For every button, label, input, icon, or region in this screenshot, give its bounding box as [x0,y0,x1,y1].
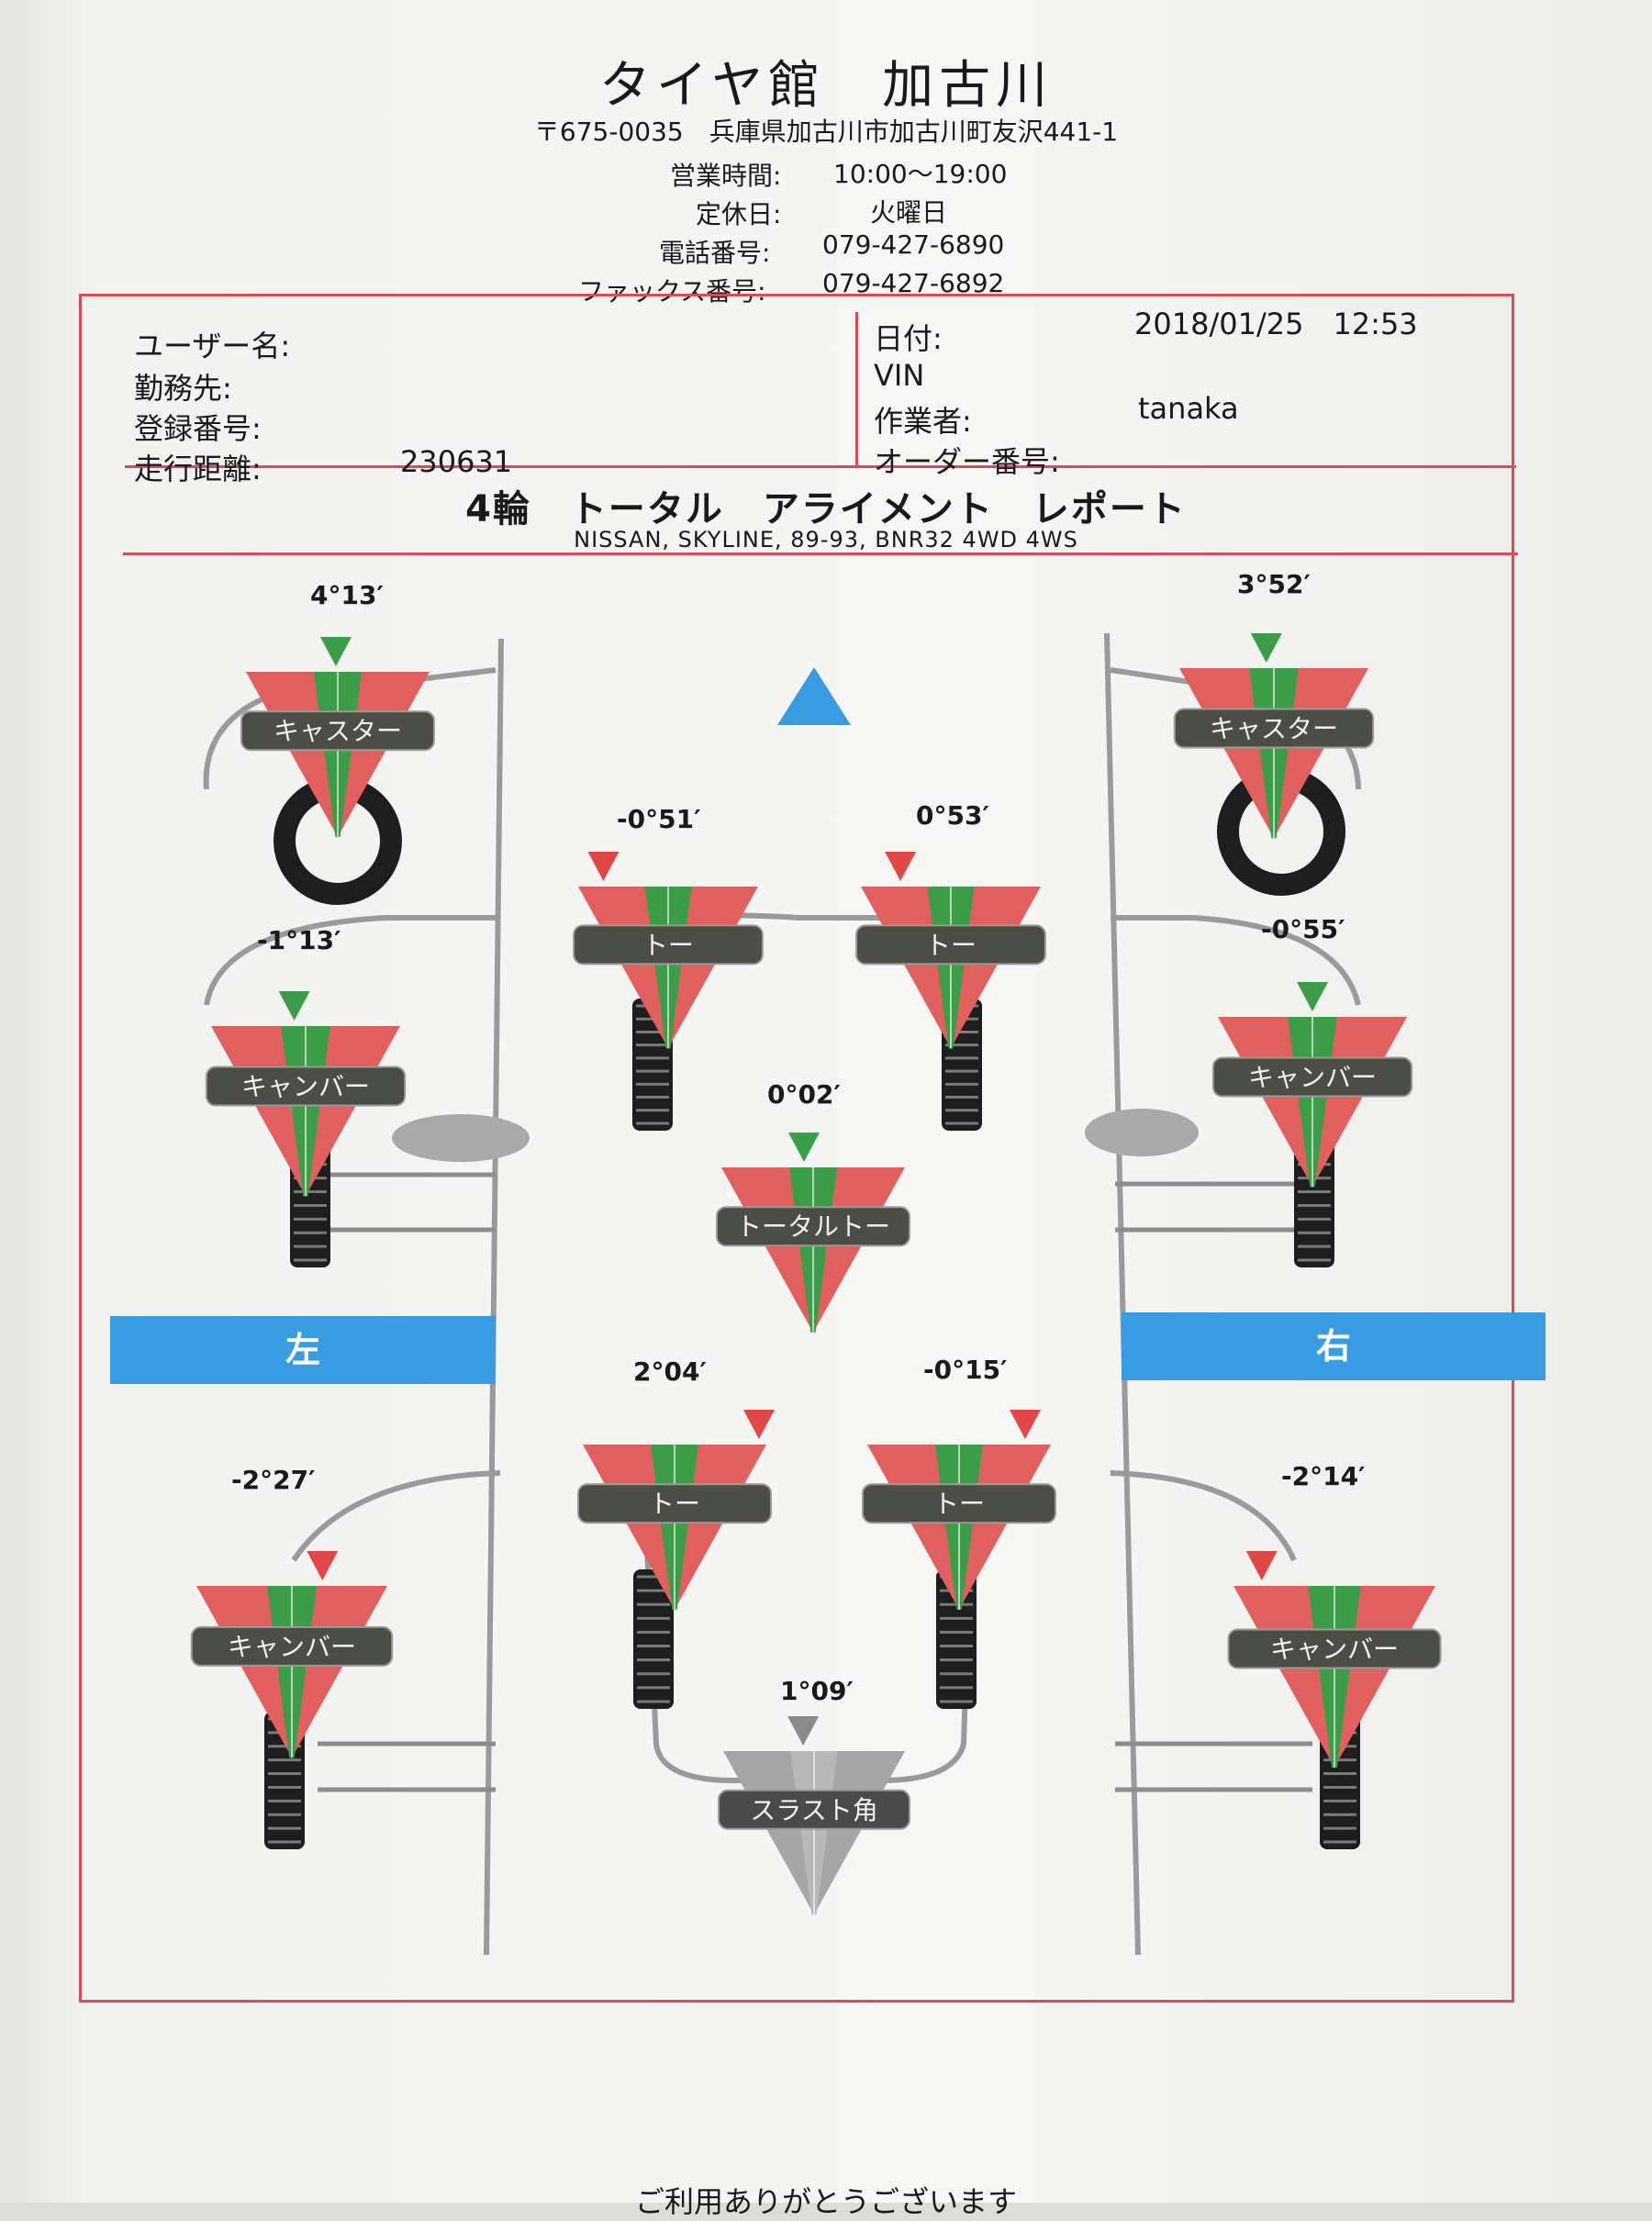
gauge-label: キャンバー [228,1632,356,1662]
shop-name: タイヤ館 加古川 [598,56,1054,116]
indicator-marker-icon [1010,1410,1041,1439]
indicator-marker-icon [788,1133,820,1162]
rear-left-camber-value: -2°27′ [231,1465,316,1495]
closed-value: 火曜日 [870,197,948,228]
indicator-marker-icon [885,852,917,881]
date-label: 日付: [874,321,943,356]
front-left-toe-value: -0°51′ [617,804,701,834]
hours-label: 営業時間: [670,161,782,191]
title-bottom-rule [123,552,1518,555]
hours-value: 10:00～19:00 [833,159,1008,189]
front-right-camber-gauge: キャンバー [1211,982,1413,1188]
rear-left-toe-value: 2°04′ [633,1356,707,1387]
front-left-toe-gauge: トー [573,852,764,1049]
vehicle-description: NISSAN, SKYLINE, 89-93, BNR32 4WD 4WS [574,527,1078,552]
gauge-label: トー [933,1489,985,1519]
total-toe-value: 0°02′ [767,1079,841,1110]
gauge-label: キャンバー [1270,1635,1399,1665]
rear-right-camber-value: -2°14′ [1281,1461,1366,1491]
rear-right-toe-value: -0°15′ [923,1355,1008,1385]
fax-value: 079-427-6892 [822,268,1005,298]
gauge-label: スラスト角 [750,1795,877,1825]
indicator-marker-icon [787,1716,820,1746]
indicator-marker-icon [278,991,310,1021]
date-value: 2018/01/25 12:53 [1134,307,1418,341]
rear-left-toe-gauge: トー [577,1410,775,1610]
report-title: 4輪 トータル アライメント レポート [465,488,1187,530]
closed-label: 定休日: [696,199,782,229]
front-right-camber-value: -0°55′ [1261,914,1345,944]
mileage-value: 230631 [400,444,513,479]
info-bottom-rule [125,465,1516,468]
right-side-label: 右 [1122,1312,1546,1380]
vin-label: VIN [874,358,925,393]
front-right-toe-value: 0°53′ [916,800,989,831]
worker-label: 作業者: [874,404,972,439]
gauge-label: キャスター [273,716,402,746]
report-frame [79,294,1514,2003]
indicator-marker-icon [1245,1551,1278,1580]
rear-left-camber-gauge: キャンバー [190,1551,394,1758]
front-left-body-outline [203,667,497,790]
footer-thanks: ご利用ありがとうございます [634,2184,1017,2219]
rear-right-camber-gauge: キャンバー [1227,1551,1442,1768]
left-side-label: 左 [110,1316,496,1384]
fax-label: ファックス番号: [578,276,766,307]
gauge-label: トー [642,930,694,960]
info-divider [855,312,858,468]
order-label: オーダー番号: [874,444,1060,479]
gauge-label: キャンバー [1248,1062,1377,1092]
gauge-label: キャンバー [241,1071,370,1101]
indicator-marker-icon [587,852,620,881]
front-right-caster-gauge: キャスター [1173,633,1375,839]
rear-right-body-outline [1110,1470,1297,1562]
left-door-outline [204,915,500,1006]
gauge-label: トー [925,930,977,960]
gauge-label: トータルトー [736,1211,890,1242]
work-label: 勤務先: [134,371,232,406]
indicator-marker-icon [1250,633,1282,663]
tel-value: 079-427-6890 [822,229,1005,260]
indicator-marker-icon [320,637,352,666]
thrust-angle-gauge: スラスト角 [718,1716,910,1915]
front-right-caster-value: 3°52′ [1237,569,1311,599]
right-door-outline [1111,915,1361,1006]
shop-address: 〒675-0035 兵庫県加古川市加古川町友沢441-1 [533,117,1119,147]
gauge-label: キャスター [1210,713,1338,743]
front-left-camber-value: -1°13′ [257,925,341,955]
forward-arrow-icon [777,667,851,725]
indicator-marker-icon [307,1551,339,1580]
thrust-angle-value: 1°09′ [780,1676,854,1706]
user-label: ユーザー名: [134,329,291,363]
tel-label: 電話番号: [659,238,771,268]
tire-icon [936,1569,977,1709]
front-total-toe-gauge: トータルトー [716,1133,910,1333]
rear-left-body-outline [291,1470,501,1562]
center-left-rail [484,638,504,1956]
front-right-toe-gauge: トー [855,852,1046,1049]
front-left-caster-value: 4°13′ [310,580,384,610]
indicator-marker-icon [1297,982,1328,1011]
mileage-label: 走行距離: [134,452,262,486]
rear-right-toe-gauge: トー [862,1410,1056,1610]
tire-icon [633,1569,674,1709]
gauge-label: トー [649,1489,700,1519]
reg-label: 登録番号: [134,411,262,446]
center-right-rail [1104,632,1141,1956]
worker-value: tanaka [1138,391,1239,426]
indicator-marker-icon [743,1410,775,1439]
front-left-caster-gauge: キャスター [240,637,435,837]
front-left-camber-gauge: キャンバー [205,991,407,1197]
